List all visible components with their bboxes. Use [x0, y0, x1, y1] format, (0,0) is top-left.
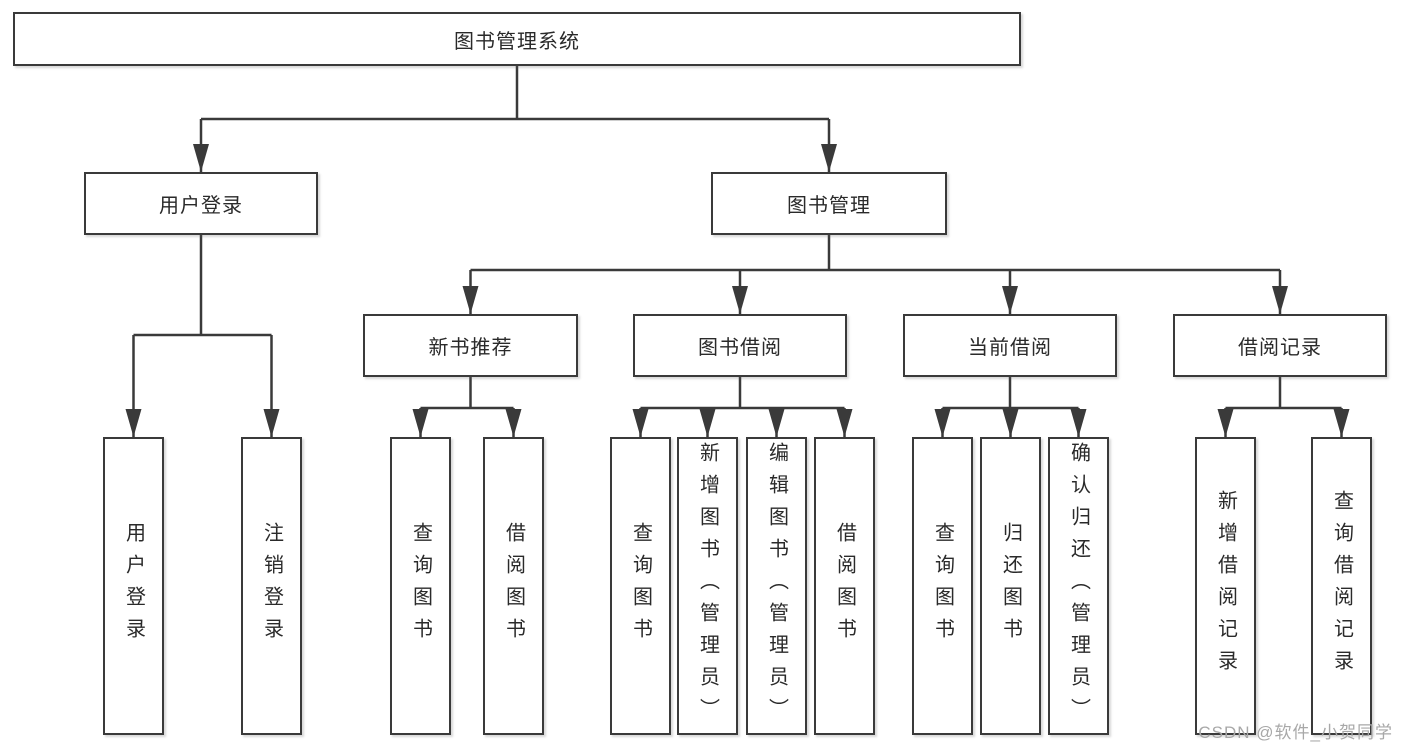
node-book-borrow-label: 图书借阅 [698, 337, 782, 359]
leaf-borrow-query-books-label: 查询图书 [629, 522, 652, 650]
node-current-borrow-label: 当前借阅 [968, 337, 1052, 359]
leaf-return-book: 归还图书 [980, 437, 1041, 735]
node-book-management-label: 图书管理 [787, 195, 871, 217]
leaf-newrec-borrow-books: 借阅图书 [483, 437, 544, 735]
leaf-current-query-books: 查询图书 [912, 437, 973, 735]
leaf-borrow-borrow-books-label: 借阅图书 [833, 522, 856, 650]
leaf-current-query-books-label: 查询图书 [931, 522, 954, 650]
leaf-query-borrow-record-label: 查询借阅记录 [1330, 490, 1353, 682]
node-borrow-records: 借阅记录 [1173, 314, 1387, 377]
connector-group [125, 66, 1350, 437]
watermark: CSDN @软件_小贺同学 [1198, 723, 1393, 742]
node-user-login-label: 用户登录 [159, 195, 243, 217]
node-book-borrow: 图书借阅 [633, 314, 847, 377]
leaf-add-borrow-record-label: 新增借阅记录 [1214, 490, 1237, 682]
leaf-borrow-borrow-books: 借阅图书 [814, 437, 875, 735]
leaf-add-book-admin: 新增图书（管理员） [677, 437, 738, 735]
leaf-edit-book-admin-label: 编辑图书（管理员） [765, 442, 788, 730]
leaf-add-book-admin-label: 新增图书（管理员） [696, 442, 719, 730]
node-new-book-recommend: 新书推荐 [363, 314, 578, 377]
leaf-query-borrow-record: 查询借阅记录 [1311, 437, 1372, 735]
node-new-book-recommend-label: 新书推荐 [428, 337, 513, 359]
node-library-system-label: 图书管理系统 [454, 30, 580, 53]
leaf-borrow-query-books: 查询图书 [610, 437, 671, 735]
node-library-system: 图书管理系统 [13, 12, 1021, 66]
leaf-confirm-return-admin: 确认归还（管理员） [1048, 437, 1109, 735]
leaf-newrec-query-books-label: 查询图书 [409, 522, 432, 650]
node-current-borrow: 当前借阅 [903, 314, 1117, 377]
leaf-user-login: 用户登录 [103, 437, 164, 735]
leaf-user-login-label: 用户登录 [122, 522, 145, 650]
leaf-newrec-borrow-books-label: 借阅图书 [502, 522, 525, 650]
leaf-logout: 注销登录 [241, 437, 302, 735]
node-borrow-records-label: 借阅记录 [1238, 337, 1322, 359]
node-book-management: 图书管理 [711, 172, 947, 235]
leaf-newrec-query-books: 查询图书 [390, 437, 451, 735]
leaf-add-borrow-record: 新增借阅记录 [1195, 437, 1256, 735]
leaf-return-book-label: 归还图书 [999, 522, 1022, 650]
node-user-login: 用户登录 [84, 172, 318, 235]
leaf-edit-book-admin: 编辑图书（管理员） [746, 437, 807, 735]
leaf-confirm-return-admin-label: 确认归还（管理员） [1067, 442, 1090, 730]
leaf-logout-label: 注销登录 [260, 522, 283, 650]
